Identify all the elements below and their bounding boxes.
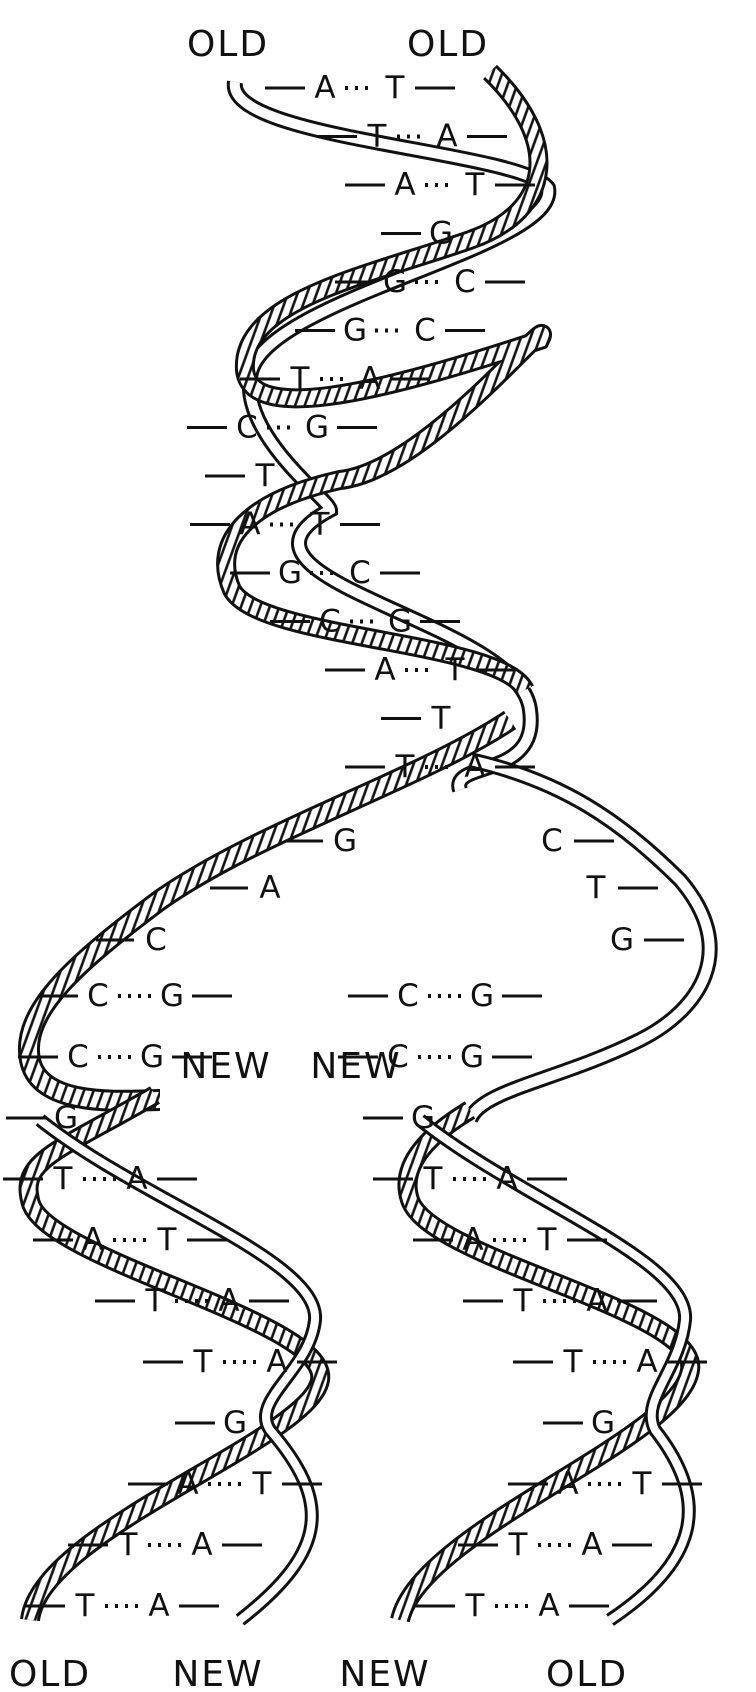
parent-pair-11-base-1: G bbox=[278, 555, 302, 591]
label-bottom-2: NEW bbox=[172, 1654, 263, 1692]
parent-pair-10-base-2: T bbox=[310, 507, 331, 543]
parent-pair-1-base-2: T bbox=[385, 70, 406, 106]
left-pair-7-base-1: T bbox=[193, 1344, 214, 1380]
right-pair-5-base-1: A bbox=[462, 1222, 483, 1258]
label-bottom-3: NEW bbox=[339, 1654, 430, 1692]
right-pair-3-base-1: G bbox=[411, 1100, 435, 1136]
label-middle-1: NEW bbox=[180, 1046, 271, 1087]
parent-pair-2-base-1: T bbox=[367, 119, 388, 155]
parent-pair-6-base-1: G bbox=[343, 313, 367, 349]
left-pair-6-base-2: A bbox=[218, 1283, 239, 1319]
left-pair-9-base-1: A bbox=[177, 1466, 198, 1502]
left-pair-1-base-2: G bbox=[160, 978, 184, 1014]
parent-pair-4-base-1: G bbox=[429, 216, 453, 252]
right-pair-4-base-2: A bbox=[496, 1161, 517, 1197]
parent-pair-10-base-1: A bbox=[239, 507, 260, 543]
left-pair-8-base-1: G bbox=[223, 1405, 247, 1441]
label-bottom-1: OLD bbox=[9, 1654, 91, 1692]
left-pair-7-base-2: A bbox=[266, 1344, 287, 1380]
left-daughter-helix bbox=[18, 1086, 331, 1626]
parent-pair-5-base-2: C bbox=[454, 264, 476, 300]
left-pair-2-base-2: G bbox=[140, 1039, 164, 1075]
fork-left-ribbon bbox=[17, 710, 517, 1112]
left-pair-2-base-1: C bbox=[67, 1039, 89, 1075]
right-pair-11-base-1: T bbox=[465, 1588, 486, 1624]
left-pair-9-base-2: T bbox=[252, 1466, 273, 1502]
left-pair-3-base-1: G bbox=[54, 1100, 78, 1136]
right-pair-4-base-1: T bbox=[423, 1161, 444, 1197]
right-pair-6-base-1: T bbox=[513, 1283, 534, 1319]
parent-pair-9-base-1: T bbox=[255, 458, 276, 494]
parent-pair-7-base-1: T bbox=[290, 361, 311, 397]
right-pair-1-base-2: G bbox=[470, 978, 494, 1014]
left-pair-4-base-1: T bbox=[53, 1161, 74, 1197]
parent-pair-13-base-1: A bbox=[374, 652, 395, 688]
fork-left-base-2: A bbox=[259, 870, 280, 906]
parent-pair-8-base-2: G bbox=[305, 410, 329, 446]
right-pair-2-base-2: G bbox=[460, 1039, 484, 1075]
parent-pair-5-base-1: G bbox=[383, 264, 407, 300]
left-pair-11-base-1: T bbox=[75, 1588, 96, 1624]
right-pair-1-base-1: C bbox=[397, 978, 419, 1014]
parent-pair-7-base-2: A bbox=[359, 361, 380, 397]
right-pair-9-base-2: T bbox=[632, 1466, 653, 1502]
parent-pair-1-base-1: A bbox=[314, 70, 335, 106]
label-middle-2: NEW bbox=[310, 1046, 401, 1087]
right-pair-6-base-2: A bbox=[586, 1283, 607, 1319]
parent-pair-11-base-2: C bbox=[349, 555, 371, 591]
left-pair-5-base-2: T bbox=[157, 1222, 178, 1258]
right-pair-11-base-2: A bbox=[538, 1588, 559, 1624]
parent-pair-15-base-2: A bbox=[464, 749, 485, 785]
label-top-2: OLD bbox=[407, 24, 489, 65]
fork-left-base-3: C bbox=[145, 922, 167, 958]
left-pair-1-base-1: C bbox=[87, 978, 109, 1014]
right-daughter-helix bbox=[390, 1101, 701, 1626]
left-pair-4-base-2: A bbox=[126, 1161, 147, 1197]
label-bottom-4: OLD bbox=[546, 1654, 628, 1692]
parent-pair-3-base-2: T bbox=[465, 167, 486, 203]
fork-left-base-1: G bbox=[333, 823, 357, 859]
parent-pair-13-base-2: T bbox=[445, 652, 466, 688]
right-pair-8-base-1: G bbox=[591, 1405, 615, 1441]
parent-pair-14-base-1: T bbox=[431, 701, 452, 737]
left-pair-11-base-2: A bbox=[148, 1588, 169, 1624]
parent-pair-2-base-2: A bbox=[436, 119, 457, 155]
left-pair-10-base-1: T bbox=[118, 1527, 139, 1563]
right-pair-5-base-2: T bbox=[537, 1222, 558, 1258]
fork-right-base-2: T bbox=[586, 870, 607, 906]
right-pair-10-base-1: T bbox=[508, 1527, 529, 1563]
parent-pair-8-base-1: C bbox=[236, 410, 258, 446]
right-pair-2-base-1: C bbox=[387, 1039, 409, 1075]
strand-labels: OLD OLD NEW NEW OLD NEW NEW OLD bbox=[9, 24, 628, 1692]
left-pair-6-base-1: T bbox=[145, 1283, 166, 1319]
right-pair-9-base-1: A bbox=[557, 1466, 578, 1502]
parent-helix bbox=[216, 64, 557, 793]
parent-pair-12-base-2: G bbox=[388, 604, 412, 640]
parent-pair-15-base-1: T bbox=[395, 749, 416, 785]
right-pair-10-base-2: A bbox=[581, 1527, 602, 1563]
left-pair-5-base-1: A bbox=[82, 1222, 103, 1258]
replication-fork bbox=[17, 710, 718, 1124]
right-pair-7-base-1: T bbox=[563, 1344, 584, 1380]
parent-pair-12-base-1: C bbox=[319, 604, 341, 640]
fork-right-base-3: G bbox=[610, 922, 634, 958]
left-pair-10-base-2: A bbox=[191, 1527, 212, 1563]
fork-right-base-1: C bbox=[541, 823, 563, 859]
parent-pair-6-base-2: C bbox=[414, 313, 436, 349]
parent-pair-3-base-1: A bbox=[394, 167, 415, 203]
label-top-1: OLD bbox=[187, 24, 269, 65]
right-pair-7-base-2: A bbox=[636, 1344, 657, 1380]
